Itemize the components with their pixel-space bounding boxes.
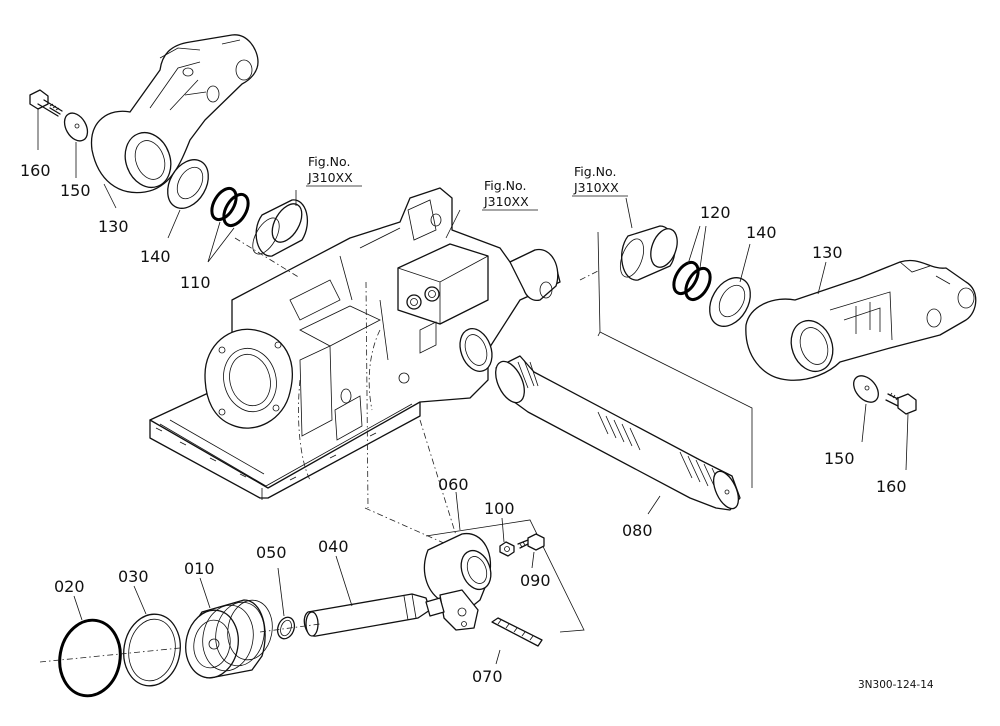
fig-reference-2: Fig.No. J310XX	[482, 178, 538, 211]
piston-010	[185, 599, 273, 679]
label-160-right: 160	[876, 477, 907, 496]
washer-150-left	[63, 112, 89, 142]
piston-rod-040	[303, 593, 445, 637]
label-070: 070	[472, 667, 503, 686]
nut-100	[499, 541, 515, 557]
fig-ref-2-line2: J310XX	[483, 194, 529, 209]
label-160-left: 160	[20, 161, 51, 180]
o-rings-120	[672, 260, 712, 302]
label-140-right: 140	[746, 223, 777, 242]
label-120: 120	[700, 203, 731, 222]
label-010: 010	[184, 559, 215, 578]
lift-shaft-080	[495, 355, 741, 511]
label-150-right: 150	[824, 449, 855, 468]
label-110: 110	[180, 273, 211, 292]
label-020: 020	[54, 577, 85, 596]
lift-arm-130-right	[745, 259, 977, 381]
label-090: 090	[520, 571, 551, 590]
leader-lines	[37, 108, 909, 665]
lift-arm-130-left	[90, 34, 259, 194]
part-labels: 160 150 130 140 110 120 140 130 150 160 …	[20, 161, 907, 686]
cylinder-axis-line	[39, 623, 321, 663]
o-ring-020	[58, 618, 122, 698]
hydraulic-housing	[149, 187, 561, 500]
piston-frame	[425, 519, 585, 633]
label-060: 060	[438, 475, 469, 494]
label-150-left: 150	[60, 181, 91, 200]
fig-ref-2-line1: Fig.No.	[484, 178, 526, 193]
screw-090	[517, 533, 545, 551]
lift-arm-060	[423, 533, 492, 631]
fig-reference-1: Fig.No. J310XX	[306, 154, 362, 187]
fig-ref-3-line2: J310XX	[573, 180, 619, 195]
fig-ref-3-line1: Fig.No.	[574, 164, 616, 179]
label-140-left: 140	[140, 247, 171, 266]
label-050: 050	[256, 543, 287, 562]
bolt-160-right	[885, 392, 917, 415]
thrust-washer-140-right	[709, 277, 751, 327]
thrust-washer-140-left	[167, 159, 209, 209]
pin-070	[491, 617, 543, 647]
label-100: 100	[484, 499, 515, 518]
drawing-code: 3N300-124-14	[858, 679, 934, 691]
label-130-left: 130	[98, 217, 129, 236]
alignment-lines	[234, 237, 601, 549]
bolt-160-left	[29, 89, 63, 117]
bushing-left	[252, 199, 309, 257]
o-rings-110	[210, 186, 250, 228]
label-030: 030	[118, 567, 149, 586]
label-130-right: 130	[812, 243, 843, 262]
backup-ring-030	[123, 613, 181, 687]
label-040: 040	[318, 537, 349, 556]
fig-reference-3: Fig.No. J310XX	[572, 164, 628, 197]
shaft-frame	[597, 231, 753, 488]
fig-ref-1-line1: Fig.No.	[308, 154, 350, 169]
label-080: 080	[622, 521, 653, 540]
fig-ref-1-line2: J310XX	[307, 170, 353, 185]
washer-150-right	[853, 375, 879, 403]
bushing-right	[619, 225, 678, 281]
o-ring-050	[276, 616, 296, 640]
